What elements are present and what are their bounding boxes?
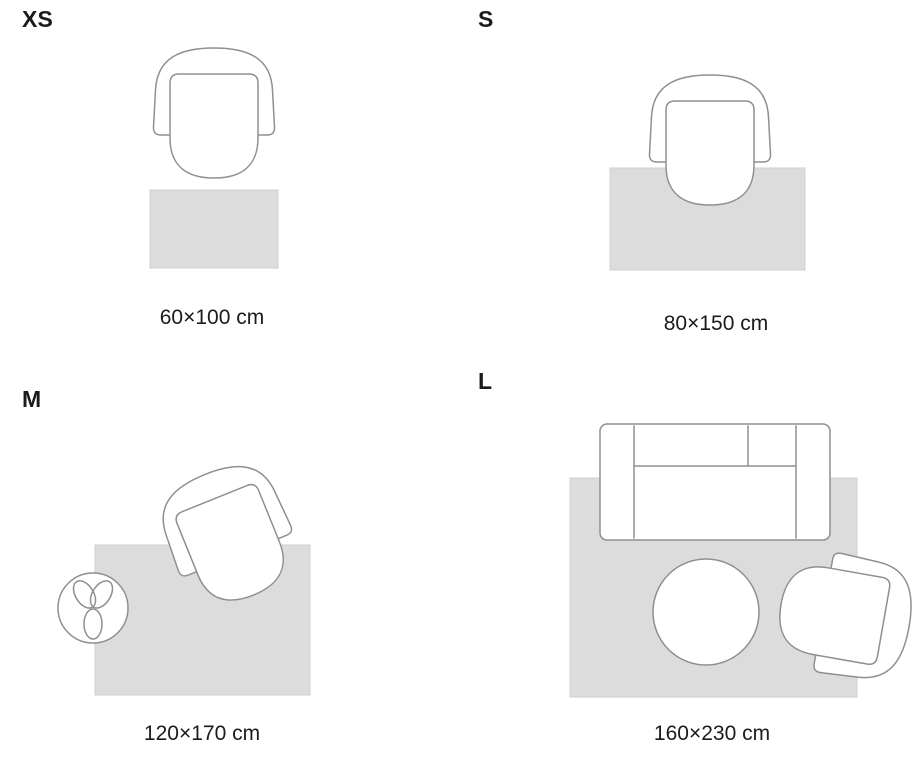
armchair-seat-icon bbox=[175, 483, 284, 601]
dimensions-label-xs: 60×100 cm bbox=[159, 306, 265, 329]
xs-figure bbox=[149, 47, 279, 269]
dimensions-label-m: 120×170 cm bbox=[143, 722, 261, 745]
size-section-l: L 160×230 cm bbox=[460, 368, 920, 760]
size-section-m: M 120×170 cm bbox=[0, 380, 460, 760]
plant-pot-icon bbox=[57, 572, 129, 644]
plant-icon bbox=[57, 572, 129, 644]
dimensions-label-s: 80×150 cm bbox=[663, 312, 769, 335]
s-figure bbox=[609, 74, 806, 271]
size-label-l: L bbox=[478, 368, 493, 394]
sofa-icon bbox=[599, 423, 831, 541]
m-figure bbox=[57, 465, 311, 696]
size-section-s: S 80×150 cm bbox=[460, 0, 920, 380]
sofa-body-icon bbox=[599, 423, 831, 541]
armchair-seat-icon bbox=[169, 73, 259, 179]
rug-xs bbox=[149, 189, 279, 269]
l-figure bbox=[569, 423, 912, 698]
round-table-icon bbox=[652, 558, 760, 666]
size-label-xs: XS bbox=[22, 6, 54, 32]
armchair-icon bbox=[648, 74, 772, 206]
dimensions-label-l: 160×230 cm bbox=[653, 722, 771, 745]
armchair-seat-icon bbox=[665, 100, 755, 206]
armchair-icon bbox=[152, 47, 276, 179]
armchair-seat-icon bbox=[779, 566, 891, 665]
armchair-icon bbox=[779, 552, 912, 679]
size-label-s: S bbox=[478, 6, 494, 32]
size-section-xs: XS 60×100 cm bbox=[0, 0, 460, 380]
size-label-m: M bbox=[22, 386, 42, 412]
plant-leaves-icon bbox=[72, 580, 114, 640]
armchair-icon bbox=[162, 465, 293, 601]
